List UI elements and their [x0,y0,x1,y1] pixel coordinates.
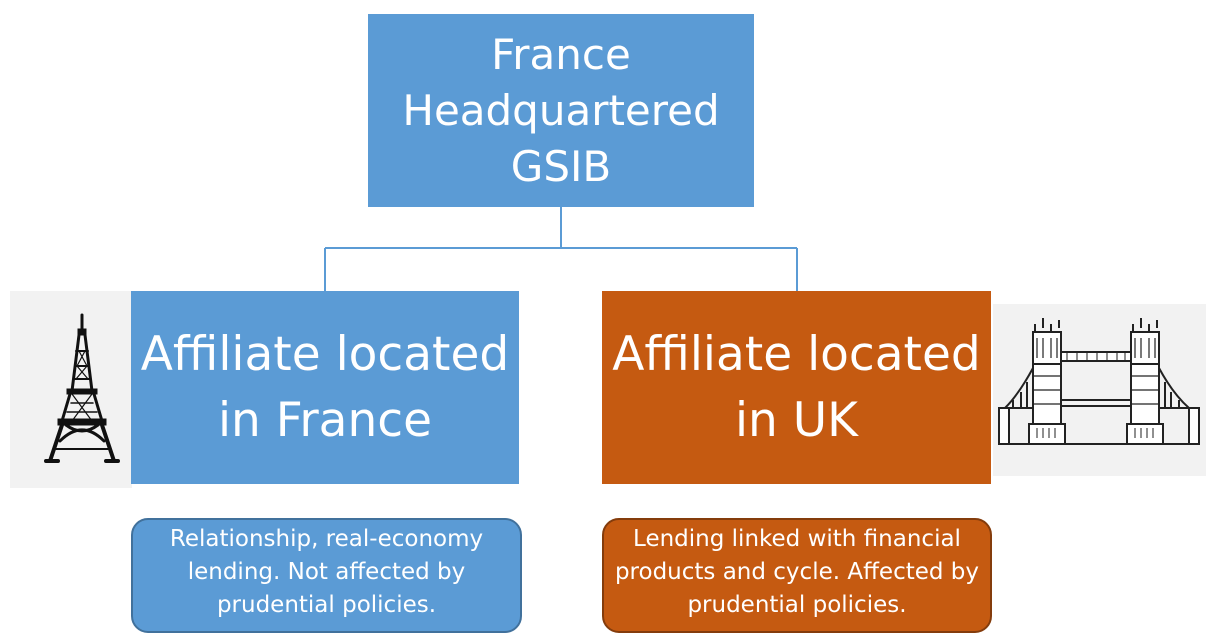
headquarters-node: France Headquartered GSIB [368,14,754,207]
uk-affiliate-label: Affiliate located in UK [612,326,981,448]
tower-bridge-icon [998,318,1200,445]
headquarters-label: France Headquartered GSIB [402,29,720,191]
france-affiliate-node: Affiliate located in France [131,291,519,484]
tower-bridge-panel [993,304,1206,476]
eiffel-tower-icon [44,313,120,463]
eiffel-tower-panel [10,291,132,488]
france-affiliate-label: Affiliate located in France [140,326,510,448]
uk-affiliate-note-text: Lending linked with financial products a… [614,526,980,618]
uk-affiliate-note: Lending linked with financial products a… [602,518,992,633]
france-affiliate-note-text: Relationship, real-economy lending. Not … [169,526,484,618]
uk-affiliate-node: Affiliate located in UK [602,291,991,484]
france-affiliate-note: Relationship, real-economy lending. Not … [131,518,522,633]
